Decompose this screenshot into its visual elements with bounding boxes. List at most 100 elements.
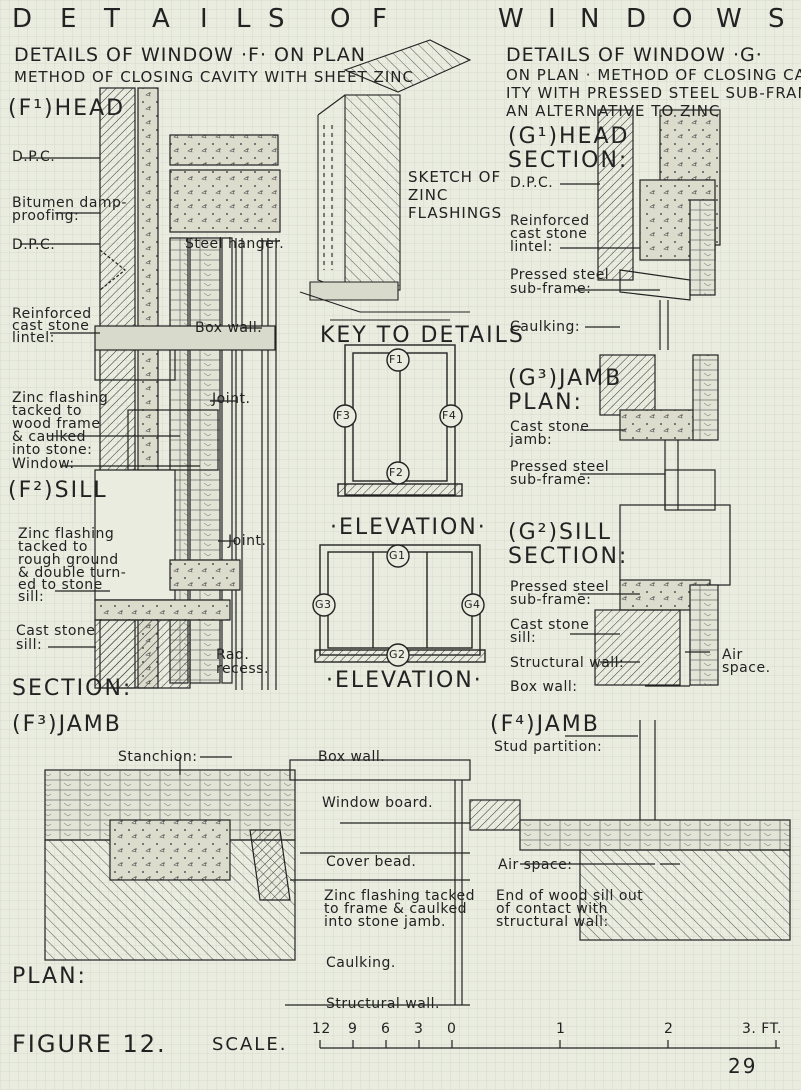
g2-sill-label: (G²)SILL: [508, 520, 612, 545]
bitumen-label: Bitumen damp-: [12, 195, 127, 211]
proofing-label: proofing:: [12, 208, 80, 224]
plan-label: PLAN:: [508, 390, 583, 415]
elevation-label: ·ELEVATION·: [326, 668, 483, 693]
f4-jamb-label: (F⁴)JAMB: [490, 712, 600, 737]
scale-tick: 1: [556, 1021, 566, 1037]
section-label: SECTION:: [508, 544, 629, 569]
sketch-title: SKETCH OF: [408, 168, 502, 186]
zinc-flashing-label: Zinc flashing: [18, 526, 115, 542]
cast-stone-label: Cast stone: [510, 617, 590, 633]
banner-letter: I: [548, 4, 556, 34]
caulking-label: Caulking.: [326, 955, 396, 971]
dpc-label: D.P.C.: [510, 175, 554, 191]
zinc-flashing-label: Zinc flashing tacked: [324, 888, 476, 904]
sketch-title: FLASHINGS: [408, 204, 503, 222]
sill-label: sill:: [510, 630, 537, 646]
key-elevation-g: [312, 544, 486, 667]
left-title: DETAILS OF WINDOW ·F· ON PLAN: [14, 44, 366, 66]
right-title-line: ITY WITH PRESSED STEEL SUB-FRAMES AS: [506, 84, 801, 102]
scale-tick: 2: [664, 1021, 674, 1037]
stanchion-label: Stanchion:: [118, 749, 198, 765]
g3-jamb-label: (G³)JAMB: [508, 366, 623, 391]
recess-label: recess.: [216, 661, 269, 677]
banner-letter: O: [330, 4, 351, 34]
jamb-label: jamb:: [510, 432, 553, 448]
key-f1: F1: [389, 353, 404, 366]
key-g1: G1: [389, 549, 406, 562]
reinforced-label: Reinforced: [510, 213, 590, 229]
banner-letter: D: [626, 4, 647, 34]
double-turned-label: & double turn-: [18, 565, 127, 581]
scale-tick: 3: [414, 1021, 424, 1037]
banner-letter: O: [672, 4, 693, 34]
sub-frame-label: sub-frame:: [510, 592, 592, 608]
page-number: 29: [728, 1054, 758, 1078]
joint-label: Joint.: [212, 391, 251, 407]
left-subtitle: METHOD OF CLOSING CAVITY WITH SHEET ZINC: [14, 68, 414, 86]
banner-letter: A: [152, 4, 170, 34]
stud-partition-label: Stud partition:: [494, 739, 603, 755]
steel-hanger-label: Steel hanger.: [185, 236, 285, 252]
banner-letter: E: [60, 4, 77, 34]
pressed-steel-label: Pressed steel: [510, 267, 610, 283]
zinc-flashing-label: Zinc flashing: [12, 390, 109, 406]
key-elevation-f: [333, 344, 463, 497]
dpc-label: D.P.C.: [12, 149, 56, 165]
cast-stone-label: cast stone: [510, 226, 588, 242]
zinc-flashing-label: into stone jamb.: [324, 914, 446, 930]
sketch-title: ZINC: [408, 186, 449, 204]
banner-letter: T: [104, 4, 120, 34]
end-of-sill-label: End of wood sill out: [496, 888, 644, 904]
structural-wall-label: Structural wall.: [326, 996, 440, 1012]
elevation-label: ·ELEVATION·: [330, 515, 487, 540]
reinforced-label: Reinforced: [12, 306, 92, 322]
key-g2: G2: [389, 648, 406, 661]
ed-to-stone-label: ed to stone: [18, 577, 103, 593]
scale-tick: 12: [312, 1021, 331, 1037]
banner-letter: S: [268, 4, 285, 34]
f3-jamb-label: (F³)JAMB: [12, 712, 122, 737]
scale-tick: 6: [381, 1021, 391, 1037]
banner-letter: D: [12, 4, 33, 34]
zinc-sketch: [299, 39, 472, 321]
g1-head-label: (G¹)HEAD: [508, 124, 630, 149]
f1-head-label: (F¹)HEAD: [8, 96, 126, 121]
banner-letter: L: [236, 4, 251, 34]
banner-letter: N: [580, 4, 600, 34]
into-stone-label: into stone:: [12, 442, 93, 458]
key-g3: G3: [315, 598, 332, 611]
caulked-label: & caulked: [12, 429, 87, 445]
banner-letter: W: [498, 4, 524, 34]
air-label: Air: [722, 647, 743, 663]
scale-tick: 0: [447, 1021, 457, 1037]
plan-drawing: [44, 720, 791, 1006]
window-board-label: Window board.: [322, 795, 434, 811]
sub-frame-label: sub-frame:: [510, 281, 592, 297]
key-f4: F4: [442, 409, 457, 422]
sill-label: sill:: [18, 589, 45, 605]
figure-label: FIGURE 12.: [12, 1030, 167, 1058]
key-f2: F2: [389, 466, 404, 479]
structural-wall-label: Structural wall:: [510, 655, 625, 671]
zinc-flashing-label: to frame & caulked: [324, 901, 467, 917]
cover-bead-label: Cover bead.: [326, 854, 417, 870]
lintel-label: lintel:: [12, 330, 55, 346]
plan-label: PLAN:: [12, 964, 87, 989]
banner-letter: S: [768, 4, 785, 34]
right-title-line: ON PLAN · METHOD OF CLOSING CAV-: [506, 66, 801, 84]
scale-tick: 3. FT.: [742, 1021, 782, 1037]
sill-label: sill:: [16, 637, 43, 653]
caulking-label: Caulking:: [510, 319, 581, 335]
key-g4: G4: [464, 598, 481, 611]
joint-label: Joint.: [228, 533, 267, 549]
right-title: DETAILS OF WINDOW ·G·: [506, 44, 763, 66]
section-label: SECTION:: [508, 148, 629, 173]
box-wall-label: Box wall.: [195, 320, 263, 336]
rough-ground-label: rough ground: [18, 552, 119, 568]
right-title-line: AN ALTERNATIVE TO ZINC: [506, 102, 721, 120]
tacked-label: tacked to: [18, 539, 88, 555]
end-of-sill-label: of contact with: [496, 901, 608, 917]
f2-sill-label: (F²)SILL: [8, 478, 108, 503]
